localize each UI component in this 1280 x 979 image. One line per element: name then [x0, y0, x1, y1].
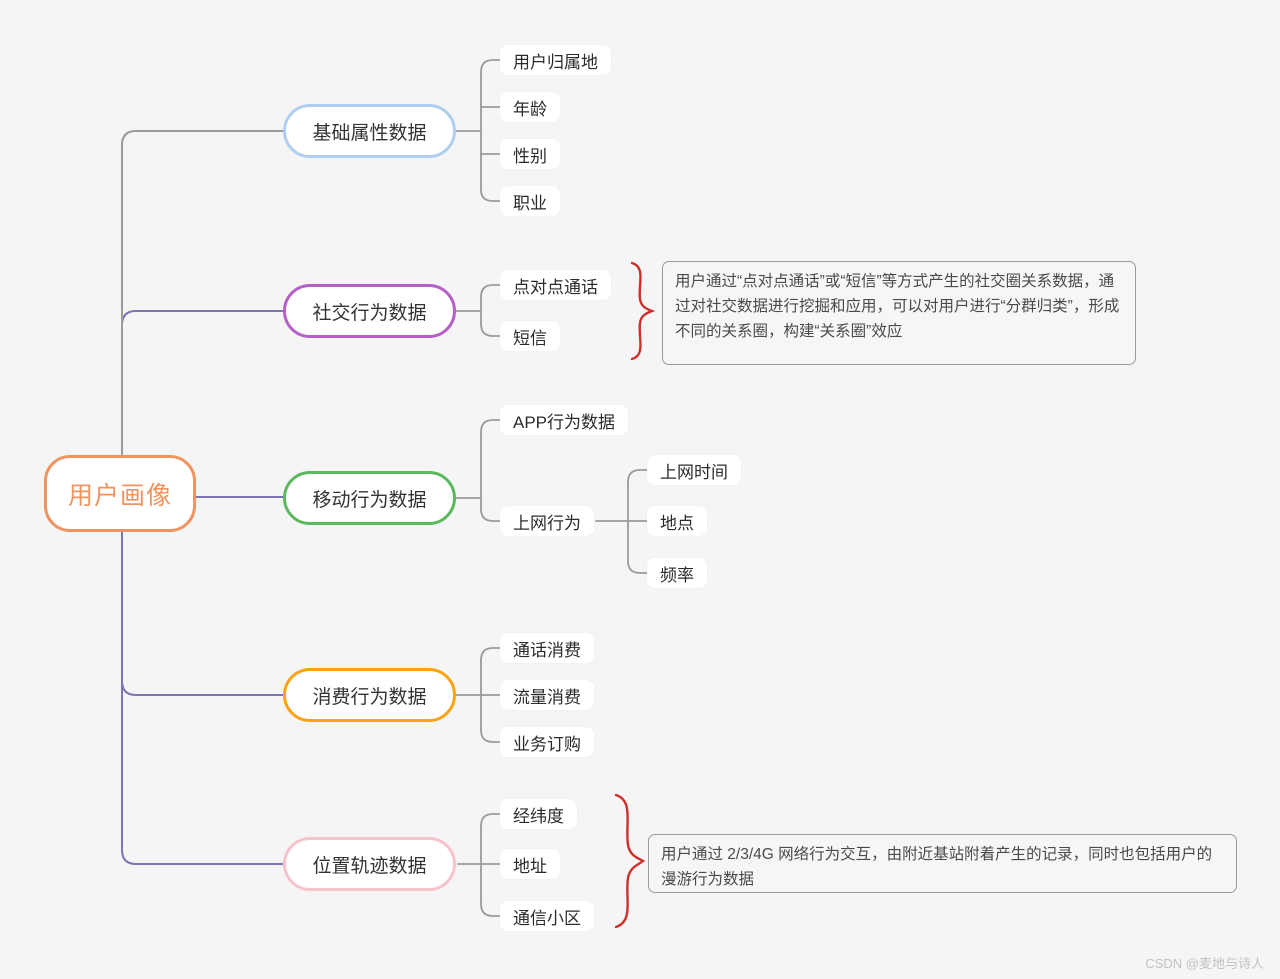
- branch-node-mobile-behavior-data[interactable]: 移动行为数据: [283, 471, 456, 525]
- leaf-node-sms[interactable]: 短信: [500, 321, 560, 351]
- brace-icon: [614, 793, 646, 929]
- leaf-node-call-consumption[interactable]: 通话消费: [500, 633, 594, 663]
- annotation-social-behavior: 用户通过“点对点通话”或“短信”等方式产生的社交圈关系数据，通过对社交数据进行挖…: [662, 261, 1136, 365]
- leaf-node-internet-behavior[interactable]: 上网行为: [500, 506, 594, 536]
- brace-icon: [630, 261, 656, 361]
- leaf-node-address[interactable]: 地址: [500, 849, 560, 879]
- leaf-node-occupation[interactable]: 职业: [500, 186, 560, 216]
- leaf-node-traffic-consumption[interactable]: 流量消费: [500, 680, 594, 710]
- annotation-location-track: 用户通过 2/3/4G 网络行为交互，由附近基站附着产生的记录，同时也包括用户的…: [648, 834, 1237, 893]
- leaf-node-app-behavior-data[interactable]: APP行为数据: [500, 405, 629, 435]
- leaf-node-lat-long[interactable]: 经纬度: [500, 799, 577, 829]
- branch-node-location-track-data[interactable]: 位置轨迹数据: [283, 837, 456, 891]
- watermark: CSDN @麦地与诗人: [1145, 956, 1264, 971]
- leaf-node-internet-frequency[interactable]: 频率: [647, 558, 707, 588]
- trunk-connectors: [121, 310, 284, 865]
- branch-node-consumption-behavior-data[interactable]: 消费行为数据: [283, 668, 456, 722]
- leaf-node-user-home-location[interactable]: 用户归属地: [500, 45, 611, 75]
- branch-node-social-behavior-data[interactable]: 社交行为数据: [283, 284, 456, 338]
- leaf-node-internet-place[interactable]: 地点: [647, 506, 707, 536]
- leaf-node-age[interactable]: 年龄: [500, 92, 560, 122]
- sub-connectors: [121, 59, 648, 917]
- leaf-node-gender[interactable]: 性别: [500, 139, 560, 169]
- leaf-node-internet-time[interactable]: 上网时间: [647, 455, 741, 485]
- leaf-node-service-subscription[interactable]: 业务订购: [500, 727, 594, 757]
- branch-node-basic-attribute-data[interactable]: 基础属性数据: [283, 104, 456, 158]
- leaf-node-communication-cell[interactable]: 通信小区: [500, 901, 594, 931]
- leaf-node-p2p-call[interactable]: 点对点通话: [500, 270, 611, 300]
- root-node-user-profile[interactable]: 用户画像: [44, 455, 196, 532]
